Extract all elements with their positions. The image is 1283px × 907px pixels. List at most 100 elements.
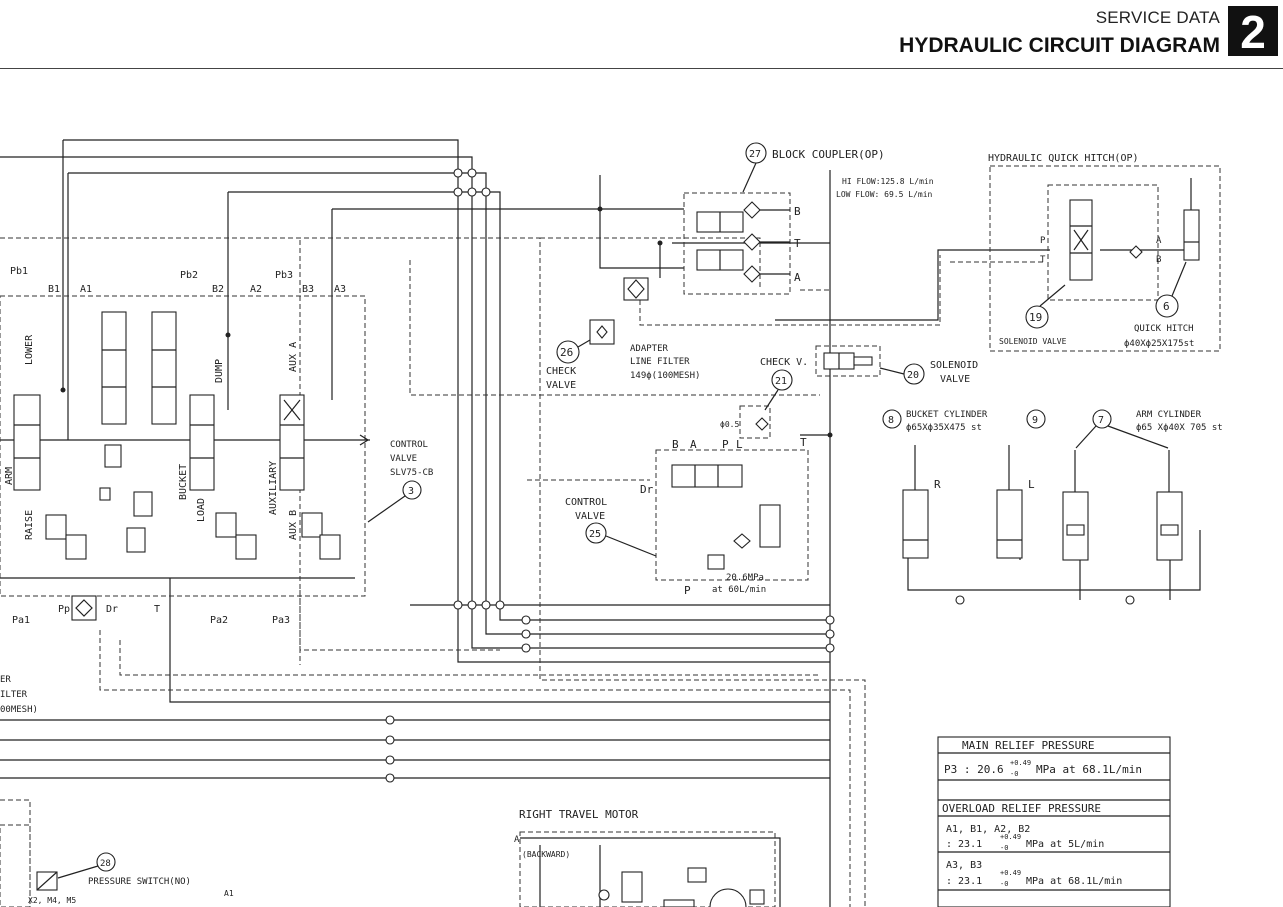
labels-filter-2-label: ILTER xyxy=(0,690,28,700)
control-valve-25-line2-label: VALVE xyxy=(575,511,605,522)
labels-pb1-label: Pb1 xyxy=(10,266,28,277)
labels-filter-1-label: ER xyxy=(0,675,11,685)
bucket-cylinder-l-label: L xyxy=(1028,478,1035,491)
block-coupler-port-b-label: B xyxy=(794,205,801,218)
arm-cylinders: 7 ARM CYLINDER ϕ65 Xϕ40X 705 st xyxy=(1062,409,1223,561)
adapter-line-filter: ADAPTER LINE FILTER 149ϕ(100MESH) xyxy=(623,277,700,381)
quick-hitch-cyl-spec-label: ϕ40Xϕ25X175st xyxy=(1124,339,1194,349)
bucket-cylinder-line1-label: BUCKET CYLINDER xyxy=(906,410,988,420)
labels-b2-label: B2 xyxy=(212,284,224,295)
labels-cv-1-label: CONTROL xyxy=(390,440,428,450)
labels-filter-3-label: 00MESH) xyxy=(0,705,38,715)
quick-hitch-t-label: T xyxy=(1040,255,1046,265)
quick-hitch-p-label: P xyxy=(1040,236,1046,246)
block-coupler: 27 BLOCK COUPLER(OP) HI FLOW:125.8 L/min… xyxy=(683,142,934,295)
labels-pa2-label: Pa2 xyxy=(210,615,228,626)
labels-bucket-label: BUCKET xyxy=(178,464,189,500)
right-travel-motor-title-label: RIGHT TRAVEL MOTOR xyxy=(519,808,639,821)
control-valve-25-l-label: L xyxy=(736,438,743,451)
control-valve-25-flow-label: at 60L/min xyxy=(712,585,766,595)
control-valve-25-p-bottom-label: P xyxy=(684,584,691,597)
relief-table-tol-label: +0.49 xyxy=(1000,833,1021,841)
pipe-lines xyxy=(0,139,1201,907)
arm-cylinder-number-label: 7 xyxy=(1098,415,1104,426)
arm-cylinder-line1-label: ARM CYLINDER xyxy=(1136,410,1202,420)
labels-dump-label: DUMP xyxy=(214,359,225,383)
labels-pa1-label: Pa1 xyxy=(12,615,30,626)
relief-table-main-tol-label: +0.49 xyxy=(1010,759,1031,767)
solenoid-valve-line2-label: VALVE xyxy=(940,374,970,385)
relief-table-row1-value-label: : 23.1 xyxy=(946,839,982,850)
control-valve-25-b-label: B xyxy=(672,438,679,451)
labels-b1-label: B1 xyxy=(48,284,60,295)
check-valve-number-label: 26 xyxy=(560,346,573,359)
check-valve-line2-label: VALVE xyxy=(546,380,576,391)
block-coupler-number-label: 27 xyxy=(749,149,761,160)
relief-table-main-suffix-label: MPa at 68.1L/min xyxy=(1036,763,1142,776)
relief-table-overload-title-label: OVERLOAD RELIEF PRESSURE xyxy=(942,802,1101,815)
relief-table-row2-ports-label: A3, B3 xyxy=(946,860,982,871)
relief-table-main-row-label: P3 : 20.6 xyxy=(944,763,1004,776)
block-coupler-low-flow-label: LOW FLOW: 69.5 L/min xyxy=(836,190,933,199)
labels-cv-2-label: VALVE xyxy=(390,454,417,464)
labels-b3-label: B3 xyxy=(302,284,314,295)
pipe-crossings xyxy=(60,168,1135,783)
block-coupler-name-label: BLOCK COUPLER(OP) xyxy=(772,148,885,161)
adapter-filter-line1-label: ADAPTER xyxy=(630,344,669,354)
quick-hitch-b-label: B xyxy=(1156,255,1161,265)
control-valve-slv75 xyxy=(0,295,369,621)
check-valve-line1-label: CHECK xyxy=(546,366,576,377)
labels-raise-label: RAISE xyxy=(24,510,35,540)
labels-pp-label: Pp xyxy=(58,604,70,615)
bucket-cylinder-r-label: R xyxy=(934,478,941,491)
solenoid-valve-20: 20 SOLENOID VALVE xyxy=(815,345,978,385)
bucket-cylinder-n9-label: 9 xyxy=(1032,415,1038,426)
adapter-filter-line2-label: LINE FILTER xyxy=(630,357,690,367)
relief-table-main-tol-low-label: -0 xyxy=(1010,770,1018,778)
pressure-switch-label-label: PRESSURE SWITCH(NO) xyxy=(88,877,191,887)
control-valve-25-p-label: P xyxy=(722,438,729,451)
control-valve-25-number-label: 25 xyxy=(589,529,601,540)
check-v-label-label: CHECK V. xyxy=(760,357,808,368)
quick-hitch-cyl-number-label: 6 xyxy=(1163,300,1170,313)
labels-t-label: T xyxy=(154,604,160,615)
control-valve-slv75-labels: Pb1 B1 A1 Pb2 B2 A2 Pb3 B3 A3 LOWER ARM … xyxy=(0,266,433,715)
quick-hitch-cyl-label-label: QUICK HITCH xyxy=(1134,324,1194,334)
check-v-orifice-label: ϕ0.5 xyxy=(720,420,739,429)
control-valve-25-line1-label: CONTROL xyxy=(565,497,607,508)
solenoid-valve-line1-label: SOLENOID xyxy=(930,360,978,371)
relief-table-main-title-label: MAIN RELIEF PRESSURE xyxy=(962,739,1094,752)
relief-table-row1-suffix-label: MPa at 5L/min xyxy=(1026,839,1104,850)
bucket-cylinder-n8-label: 8 xyxy=(888,415,894,426)
labels-a1-label: A1 xyxy=(80,284,92,295)
quick-hitch-title-label: HYDRAULIC QUICK HITCH(OP) xyxy=(988,153,1139,164)
quick-hitch-a-label: A xyxy=(1156,236,1162,246)
quick-hitch-valve-number-label: 19 xyxy=(1029,311,1042,324)
labels-load-label: LOAD xyxy=(196,498,207,522)
control-valve-25: B A P L T Dr P 20.6MPa at 60L/min CONTRO… xyxy=(565,436,809,597)
check-valve-26: 26 CHECK VALVE xyxy=(546,319,615,391)
labels-aux-a-label: AUX A xyxy=(288,342,299,372)
header-rule xyxy=(0,68,1283,69)
page-title: HYDRAULIC CIRCUIT DIAGRAM xyxy=(899,34,1220,57)
labels-a3-label: A3 xyxy=(334,284,346,295)
right-travel-motor: RIGHT TRAVEL MOTOR A (BACKWARD) xyxy=(514,808,776,907)
block-coupler-port-a-label: A xyxy=(794,271,801,284)
control-valve-25-t-label: T xyxy=(800,436,807,449)
right-travel-motor-backward-label: (BACKWARD) xyxy=(522,850,570,859)
labels-cv-3-label: SLV75-CB xyxy=(390,468,433,478)
check-v-21: CHECK V. 21 ϕ0.5 xyxy=(720,357,808,439)
labels-auxiliary-label: AUXILIARY xyxy=(268,461,279,515)
relief-pressure-table: MAIN RELIEF PRESSURE P3 : 20.6 +0.49 -0 … xyxy=(937,736,1171,907)
chapter-badge: 2 xyxy=(1228,6,1278,58)
pressure-switch-ports-label: X2, M4, M5 xyxy=(28,896,76,905)
bucket-cylinder-line2-label: ϕ65Xϕ35X475 st xyxy=(906,423,982,433)
block-coupler-port-t-label: T xyxy=(794,237,801,250)
check-v-number-label: 21 xyxy=(775,376,787,387)
quick-hitch: HYDRAULIC QUICK HITCH(OP) P T A B 19 SOL… xyxy=(988,153,1221,352)
block-coupler-hi-flow-label: HI FLOW:125.8 L/min xyxy=(842,177,934,186)
labels-arm-label: ARM xyxy=(4,467,15,485)
relief-table-tol-low-label: -0 xyxy=(1000,880,1008,888)
relief-table-row2-suffix-label: MPa at 68.1L/min xyxy=(1026,876,1122,887)
